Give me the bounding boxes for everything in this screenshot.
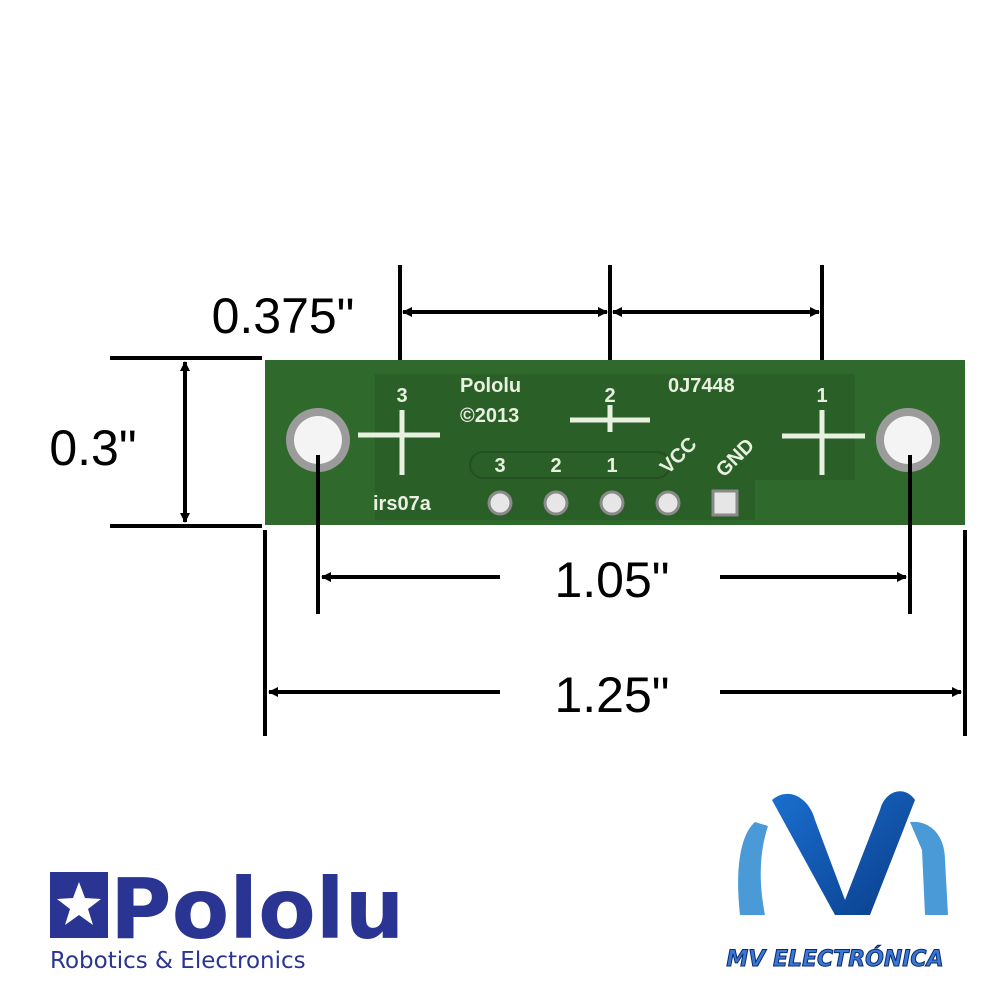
pin-label-2: 2 [550,455,561,477]
pin-label-1: 1 [606,455,617,477]
mv-logo-name: MV ELECTRÓNICA [726,946,943,972]
sensor-marker-2 [570,405,650,432]
sensor-spacing-dimension [398,265,824,360]
pololu-logo: Pololu Robotics & Electronics [50,860,404,974]
mounting-hole-left [286,408,350,472]
mounting-hole-right [876,408,940,472]
hole-spacing-dimension [316,455,912,614]
sensor-marker-3 [358,410,440,475]
pololu-logo-name: Pololu [110,860,404,958]
width-label: 1.25" [554,667,669,723]
sensor-label-3: 3 [396,385,407,407]
height-label: 0.3" [49,420,136,476]
pololu-logo-tagline: Robotics & Electronics [50,948,306,974]
sensor-marker-1 [782,410,865,475]
pin-label-3: 3 [494,455,505,477]
hole-spacing-label: 1.05" [554,552,669,608]
width-dimension [263,530,967,736]
header-pins [487,489,739,517]
board-copyright: ©2013 [460,405,519,427]
sensor-label-2: 2 [604,385,615,407]
height-dimension [110,356,262,528]
sensor-spacing-label: 0.375" [212,288,355,344]
pcb-board: 3 2 1 Pololu ©2013 0J7448 irs07a 3 2 1 V… [265,360,965,525]
sensor-label-1: 1 [816,385,827,407]
mv-electronica-logo: MV ELECTRÓNICA [726,791,948,973]
board-brand: Pololu [460,375,521,397]
board-part-code: 0J7448 [668,375,735,397]
board-model: irs07a [373,493,432,515]
